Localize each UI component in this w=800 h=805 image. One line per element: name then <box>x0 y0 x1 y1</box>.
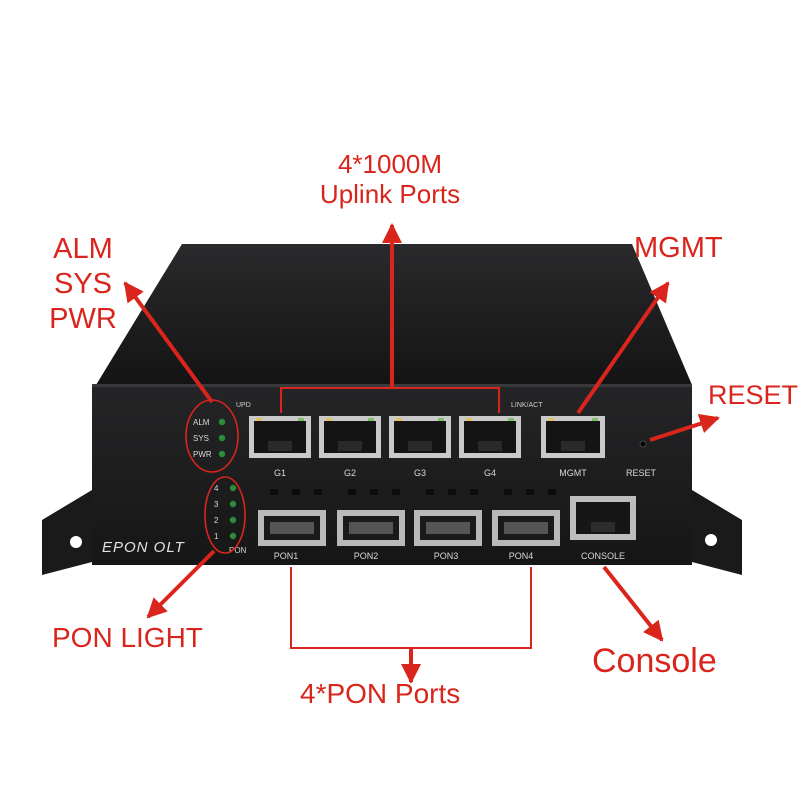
led-label-sys: SYS <box>193 434 209 443</box>
port-label-g1: G1 <box>274 468 286 478</box>
pon-led-caption: PON <box>229 546 247 555</box>
pon-port-label-3: PON3 <box>434 551 459 561</box>
mgmt-annotation: MGMT <box>634 232 723 264</box>
mgmt-port[interactable] <box>541 416 605 458</box>
pon-port-label-4: PON4 <box>509 551 534 561</box>
uplink-annotation-line1: 4*1000M <box>337 149 443 179</box>
port-label-g3: G3 <box>414 468 426 478</box>
pon-port-1[interactable] <box>258 510 326 546</box>
mounting-ear-left <box>42 490 92 575</box>
pon-led-number-2: 2 <box>214 516 219 525</box>
reset-button[interactable] <box>639 440 647 448</box>
pon-led-2 <box>229 516 237 524</box>
reset-label: RESET <box>626 468 657 478</box>
pon-port-label-1: PON1 <box>274 551 299 561</box>
pon-ports-bracket <box>290 567 532 649</box>
uplink-annotation: 4*1000M Uplink Ports <box>290 149 490 210</box>
pon-light-arrow <box>146 549 216 619</box>
uplink-port-g2[interactable] <box>319 416 381 458</box>
uplink-port-g3[interactable] <box>389 416 451 458</box>
mgmt-port-label: MGMT <box>559 468 587 478</box>
console-annotation: Console <box>592 642 717 680</box>
uplink-port-g1[interactable] <box>249 416 311 458</box>
led-pwr <box>218 450 226 458</box>
pon-port-2[interactable] <box>337 510 405 546</box>
mounting-ear-right <box>692 490 742 575</box>
status-led-arrow <box>123 281 214 404</box>
console-arrow <box>602 565 664 642</box>
status-annotation-sys: SYS <box>53 267 113 300</box>
pon-port-3[interactable] <box>414 510 482 546</box>
led-alm <box>218 418 226 426</box>
reset-arrow <box>649 414 720 442</box>
ear-hole-left <box>70 536 82 548</box>
led-label-alm: ALM <box>193 418 210 427</box>
pon-led-highlight <box>204 476 246 554</box>
pon-led-number-1: 1 <box>214 532 219 541</box>
pon-led-1 <box>229 532 237 540</box>
led-label-pwr: PWR <box>193 450 212 459</box>
console-port-label: CONSOLE <box>581 551 625 561</box>
ear-hole-right <box>705 534 717 546</box>
pon-indicators <box>270 489 556 495</box>
mgmt-arrow <box>576 281 670 415</box>
status-led-annotation: ALM SYS PWR <box>28 232 138 336</box>
console-port[interactable] <box>570 496 636 540</box>
pon-port-label-2: PON2 <box>354 551 379 561</box>
uplink-port-g4[interactable] <box>459 416 521 458</box>
port-label-g2: G2 <box>344 468 356 478</box>
upd-label: UPD <box>236 402 251 409</box>
status-annotation-pwr: PWR <box>49 302 117 335</box>
pon-port-4[interactable] <box>492 510 560 546</box>
port-label-g4: G4 <box>484 468 496 478</box>
reset-annotation: RESET <box>708 380 799 410</box>
link-act-label: LINK/ACT <box>511 402 543 409</box>
brand-label: EPON OLT <box>102 539 186 556</box>
pon-led-number-3: 3 <box>214 500 219 509</box>
led-sys <box>218 434 226 442</box>
pon-led-4 <box>229 484 237 492</box>
pon-ports-annotation: 4*PON Ports <box>300 678 461 709</box>
uplink-annotation-line2: Uplink Ports <box>319 178 461 209</box>
pon-led-3 <box>229 500 237 508</box>
pon-light-annotation: PON LIGHT <box>52 622 203 653</box>
pon-led-number-4: 4 <box>214 484 219 493</box>
status-annotation-alm: ALM <box>53 233 113 265</box>
